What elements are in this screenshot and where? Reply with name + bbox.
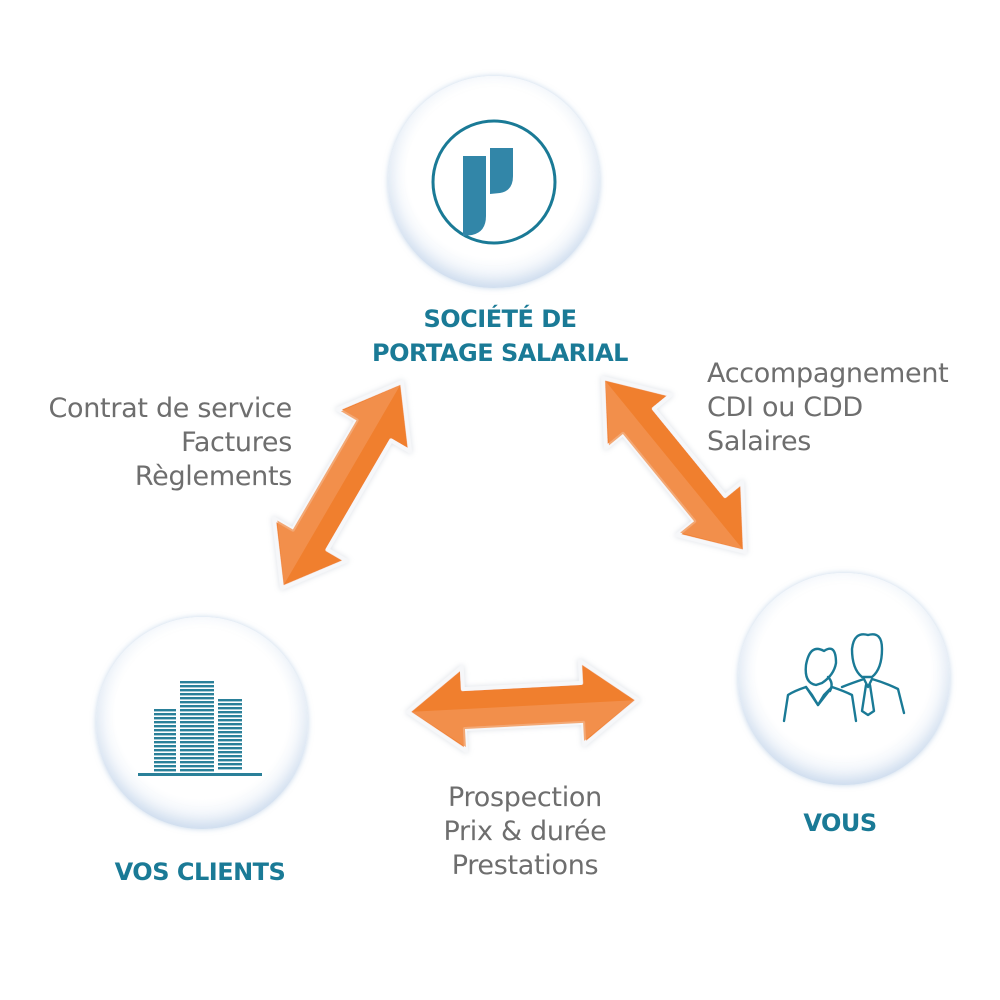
building-floor [218, 699, 242, 702]
label-line: Prestations [451, 850, 599, 881]
arrow-highlight [411, 700, 635, 748]
arrow-highlight [277, 385, 400, 585]
building-floor [154, 733, 176, 736]
node-portage-bubble [388, 76, 600, 288]
title-line: SOCIÉTÉ DE [423, 305, 577, 333]
ground-line [138, 773, 262, 776]
building-floor [154, 745, 176, 748]
node-portage-title: SOCIÉTÉ DE PORTAGE SALARIAL [350, 302, 650, 370]
building-floor [218, 763, 242, 766]
building-floor [180, 741, 214, 744]
building-floor [154, 721, 176, 724]
building-floor [180, 725, 214, 728]
edge-label-clients-vous: Prospection Prix & durée Prestations [400, 781, 650, 883]
building-floor [154, 741, 176, 744]
building-floor [180, 757, 214, 760]
label-line: Factures [181, 427, 292, 458]
building-floor [180, 745, 214, 748]
building-floor [154, 717, 176, 720]
building-floor [218, 731, 242, 734]
building-floor [154, 713, 176, 716]
building-floor [218, 719, 242, 722]
building-floor [180, 753, 214, 756]
buildings-icon [138, 681, 262, 776]
building-floor [180, 717, 214, 720]
building-floor [154, 757, 176, 760]
building-floor [218, 751, 242, 754]
building-floor [180, 761, 214, 764]
building-floor [180, 709, 214, 712]
building-floor [180, 689, 214, 692]
building-floor [154, 753, 176, 756]
building-floor [180, 701, 214, 704]
building-floor [218, 767, 242, 770]
building-floor [218, 739, 242, 742]
building-floor [218, 743, 242, 746]
building-floor [180, 729, 214, 732]
building-floor [180, 713, 214, 716]
building-floor [154, 729, 176, 732]
building-floor [218, 723, 242, 726]
building-floor [218, 703, 242, 706]
node-vous-bubble [738, 573, 950, 785]
portage-logo-icon [431, 119, 557, 245]
arrow-portage-vous [601, 376, 748, 554]
building-floor [180, 737, 214, 740]
building-floor [154, 725, 176, 728]
building-floor [180, 685, 214, 688]
title-line: PORTAGE SALARIAL [372, 339, 628, 367]
building-floor [180, 749, 214, 752]
building-floor [154, 749, 176, 752]
edge-label-clients-portage: Contrat de service Factures Règlements [48, 392, 292, 494]
building-floor [180, 697, 214, 700]
building-floor [154, 765, 176, 768]
building-floor [218, 711, 242, 714]
label-line: Contrat de service [48, 393, 292, 424]
building-floor [154, 761, 176, 764]
node-vous-title: VOUS [803, 809, 877, 837]
node-clients-title: VOS CLIENTS [114, 858, 286, 886]
building-floor [180, 693, 214, 696]
building-floor [180, 765, 214, 768]
building-floor [218, 747, 242, 750]
building-floor [154, 769, 176, 772]
building-floor [218, 759, 242, 762]
arrow-clients-portage [271, 380, 413, 590]
label-line: Accompagnement [707, 358, 949, 389]
building-floor [154, 709, 176, 712]
arrow-clients-vous [406, 658, 641, 754]
node-clients-bubble [96, 617, 308, 829]
label-line: Salaires [707, 426, 812, 457]
building-floor [180, 705, 214, 708]
building-floor [180, 681, 214, 684]
people-icon [782, 633, 906, 723]
label-line: CDI ou CDD [707, 392, 863, 423]
building-floor [180, 721, 214, 724]
building-floor [218, 735, 242, 738]
edge-label-portage-vous: Accompagnement CDI ou CDD Salaires [707, 357, 949, 459]
building-floor [180, 769, 214, 772]
building-floor [218, 755, 242, 758]
building-floor [218, 707, 242, 710]
building-floor [218, 727, 242, 730]
building-floor [218, 715, 242, 718]
label-line: Règlements [134, 461, 292, 492]
building-floor [180, 733, 214, 736]
building-floor [154, 737, 176, 740]
label-line: Prix & durée [443, 816, 607, 847]
label-line: Prospection [448, 782, 602, 813]
